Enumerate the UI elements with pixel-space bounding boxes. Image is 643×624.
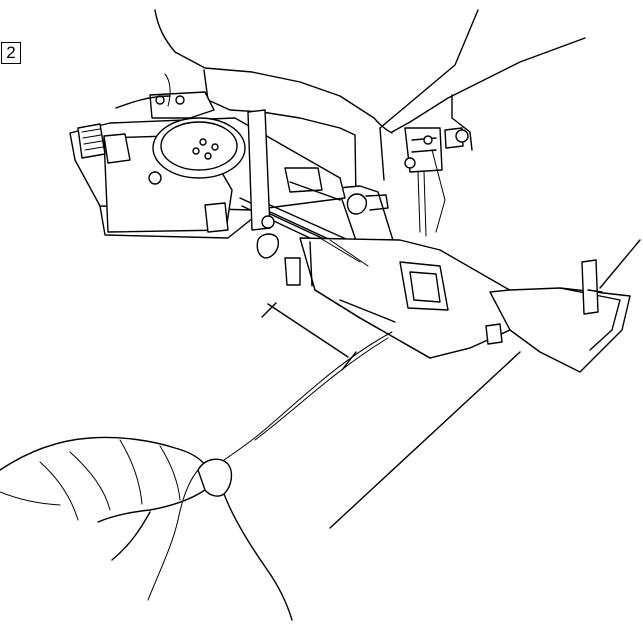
- buttonhole-foot-plate: [284, 237, 521, 359]
- needle-clamp: [404, 127, 469, 237]
- fabric-edge: [261, 302, 521, 529]
- adjustment-knob: [77, 123, 229, 233]
- hand-icon: [0, 436, 293, 621]
- button-icon: [152, 117, 246, 179]
- step-number-box: 2: [1, 42, 21, 64]
- slider-rails: [239, 109, 356, 259]
- thread: [217, 237, 393, 465]
- foot-extension-arm: [485, 239, 641, 373]
